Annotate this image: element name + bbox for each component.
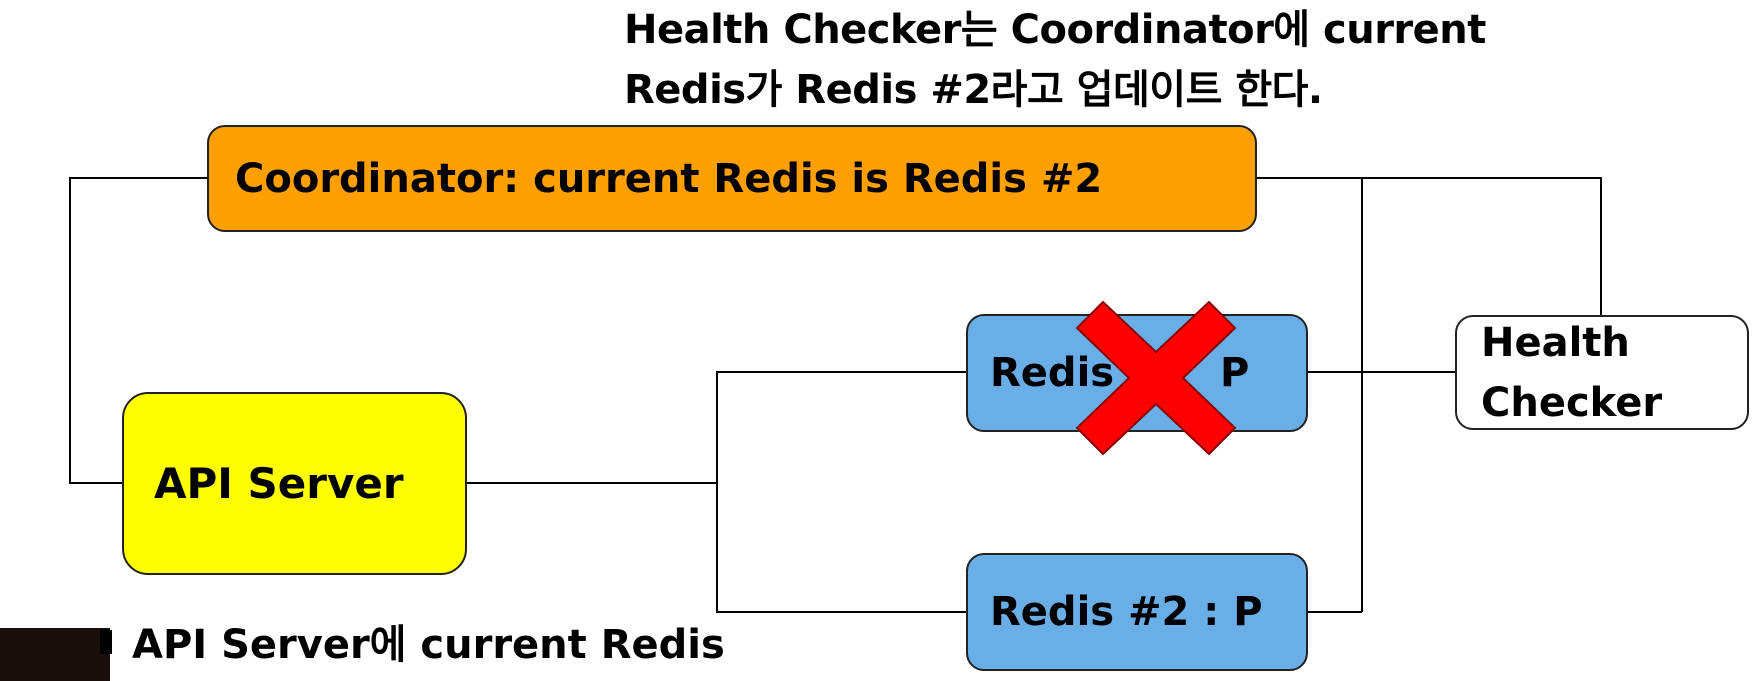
caption-line-2: Redis가 Redis #2라고 업데이트 한다. bbox=[624, 67, 1323, 113]
health-checker-box: Health Checker bbox=[1455, 315, 1749, 430]
redis-1-label-left: Redis bbox=[990, 350, 1115, 396]
bottom-note: API Server에 current Redis bbox=[132, 622, 725, 668]
cut-off-glyph bbox=[100, 630, 112, 654]
caption-line-1: Health Checker는 Coordinator에 current bbox=[624, 7, 1486, 53]
wire-junction-redis1 bbox=[716, 371, 966, 613]
health-checker-label: Health Checker bbox=[1481, 319, 1663, 426]
red-x-icon bbox=[1075, 300, 1237, 456]
redis-1-label-right: P bbox=[1220, 350, 1250, 396]
coordinator-label: Coordinator: current Redis is Redis #2 bbox=[235, 155, 1103, 202]
caption: Health Checker는 Coordinator에 current Red… bbox=[624, 0, 1486, 120]
wire-coordinator-health bbox=[1257, 177, 1602, 315]
api-server-label: API Server bbox=[154, 459, 404, 508]
redis-2-box: Redis #2 : P bbox=[966, 553, 1308, 671]
wire-coordinator-api bbox=[69, 177, 207, 484]
coordinator-box: Coordinator: current Redis is Redis #2 bbox=[207, 125, 1257, 232]
redis-2-label: Redis #2 : P bbox=[990, 589, 1263, 635]
video-thumbnail bbox=[0, 628, 110, 681]
api-server-box: API Server bbox=[122, 392, 467, 575]
